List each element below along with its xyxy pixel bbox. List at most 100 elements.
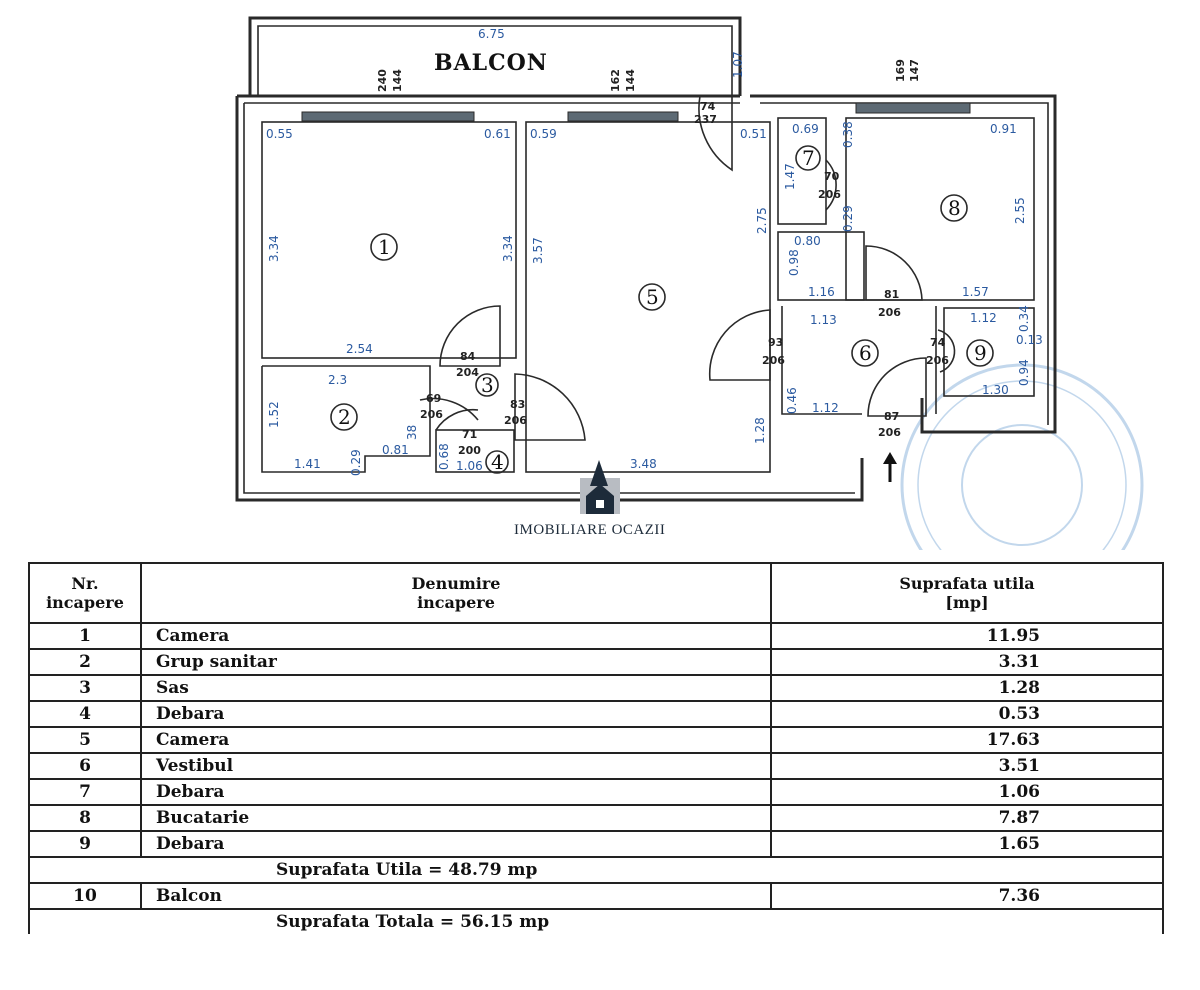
dimension-label: 0.68	[437, 443, 451, 470]
header-den-line2: incapere	[417, 593, 495, 612]
window-room5	[567, 111, 679, 122]
dimension-label: 147	[908, 59, 921, 82]
row-name: Bucatarie	[140, 804, 772, 832]
dimension-label: 1.47	[783, 163, 797, 190]
row-area: 3.51	[770, 752, 1164, 780]
header-room-number: Nr. incapere	[28, 562, 142, 624]
row-number: 2	[28, 648, 142, 676]
dimension-label: 70	[824, 170, 840, 183]
dimension-label: 0.46	[785, 387, 799, 414]
dimension-label: 3.34	[501, 235, 515, 262]
outer-walls	[235, 94, 1057, 502]
dimension-label: 144	[391, 69, 404, 92]
row-name: Debara	[140, 700, 772, 728]
header-useful-area: Suprafata utila [mp]	[770, 562, 1164, 624]
dimension-label: 2.55	[1013, 197, 1027, 224]
dimension-label: 1.52	[267, 401, 281, 428]
dimension-label: 1.06	[456, 459, 483, 473]
header-den-line1: Denumire	[411, 574, 501, 593]
dimension-label: 1.07	[731, 51, 745, 78]
subtotal-text: Suprafata Utila = 48.79 mp	[28, 856, 1164, 884]
dimension-label: 0.29	[841, 205, 855, 232]
company-logo: IMOBILIARE OCAZII	[514, 460, 665, 538]
dimension-label: 3.57	[531, 237, 545, 264]
dimension-label: 206	[926, 354, 949, 367]
row-area: 1.65	[770, 830, 1164, 858]
dimension-label: 0.29	[349, 449, 363, 476]
row-number: 4	[28, 700, 142, 728]
dimension-label: 240	[376, 69, 389, 92]
dimension-label: 237	[694, 113, 717, 126]
dimension-label: 71	[462, 428, 477, 441]
row-name: Sas	[140, 674, 772, 702]
dimension-label: 0.13	[1016, 333, 1043, 347]
dimension-label: 206	[878, 306, 901, 319]
row-area: 7.36	[770, 882, 1164, 910]
row-area: 3.31	[770, 648, 1164, 676]
dimension-label: 3.34	[267, 235, 281, 262]
header-nr-line1: Nr.	[71, 574, 99, 593]
dimension-label: 0.55	[266, 127, 293, 141]
room-number: 1	[378, 235, 391, 259]
dimension-label: 200	[458, 444, 481, 457]
room-number: 3	[481, 373, 494, 397]
dimension-label: 74	[700, 100, 716, 113]
room-number: 4	[491, 450, 504, 474]
dimensions: 6.75 1.07 240 144 162 144 74 237 169 147…	[266, 27, 1043, 476]
table-header-row: Nr. incapere Denumire incapere Suprafata…	[28, 562, 1164, 624]
dimension-label: 206	[420, 408, 443, 421]
row-number: 10	[28, 882, 142, 910]
row-area: 1.06	[770, 778, 1164, 806]
balcony-label: BALCON	[434, 50, 548, 76]
dimension-label: 74	[930, 336, 946, 349]
dimension-label: 206	[762, 354, 785, 367]
dimension-label: 0.51	[740, 127, 767, 141]
row-number: 5	[28, 726, 142, 754]
dimension-label: 1.28	[753, 417, 767, 444]
dimension-label: 2.75	[755, 207, 769, 234]
dimension-label: 0.81	[382, 443, 409, 457]
dimension-label: 3.48	[630, 457, 657, 471]
balcony	[248, 16, 742, 96]
row-area: 0.53	[770, 700, 1164, 728]
stamp-watermark	[900, 363, 1144, 550]
dimension-label: 0.69	[792, 122, 819, 136]
room-number: 5	[646, 285, 659, 309]
row-name: Camera	[140, 622, 772, 650]
dimension-label: 162	[609, 69, 622, 92]
dimension-label: 2.54	[346, 342, 373, 356]
row-area: 17.63	[770, 726, 1164, 754]
dimension-label: 1.13	[810, 313, 837, 327]
dimension-label: 38	[405, 425, 419, 440]
total-row: Suprafata Totala = 56.15 mp	[28, 908, 1164, 934]
door-swings	[419, 95, 956, 441]
dimension-label: 0.38	[841, 121, 855, 148]
interior-walls	[261, 117, 1035, 473]
header-sup-line1: Suprafata utila	[899, 574, 1035, 593]
row-number: 7	[28, 778, 142, 806]
dimension-label: 0.61	[484, 127, 511, 141]
dimension-label: 0.80	[794, 234, 821, 248]
dimension-label: 206	[504, 414, 527, 427]
room-numbers: 1 2 3 4 5 6 7 8 9	[330, 145, 994, 474]
row-number: 3	[28, 674, 142, 702]
header-room-name: Denumire incapere	[140, 562, 772, 624]
row-name: Vestibul	[140, 752, 772, 780]
dimension-label: 0.59	[530, 127, 557, 141]
row-number: 9	[28, 830, 142, 858]
window-room8	[855, 102, 971, 114]
dimension-label: 144	[624, 69, 637, 92]
header-sup-line2: [mp]	[945, 593, 989, 612]
total-text: Suprafata Totala = 56.15 mp	[28, 908, 1164, 934]
row-area: 1.28	[770, 674, 1164, 702]
dimension-label: 93	[768, 336, 783, 349]
dimension-label: 1.41	[294, 457, 321, 471]
row-number: 6	[28, 752, 142, 780]
dimension-label: 1.57	[962, 285, 989, 299]
